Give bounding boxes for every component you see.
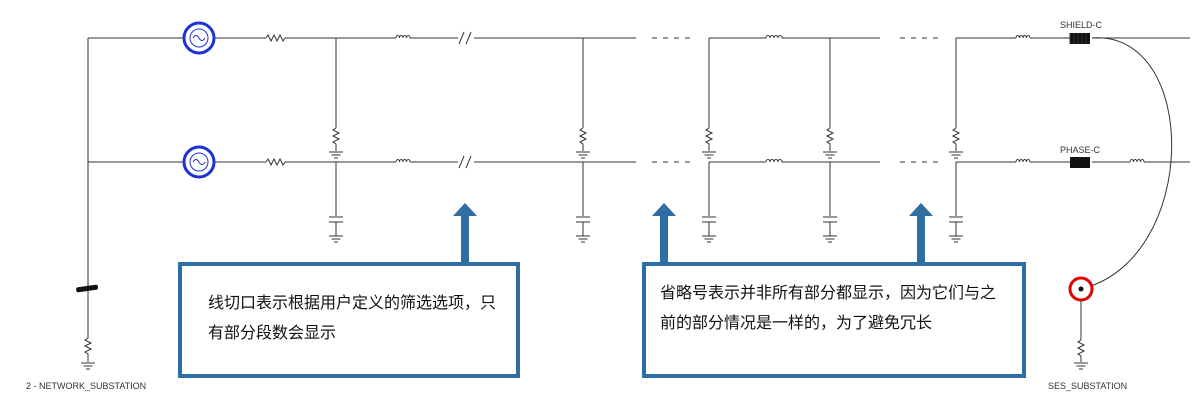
network-bus [76,38,99,370]
shield-bond-curve [1080,37,1173,290]
ses-ground [1074,300,1088,370]
phase-c-label: PHASE-C [1060,145,1101,155]
phase-line [88,155,1190,212]
shield-shunts [329,38,963,159]
ses-substation-label: SES_SUBSTATION [1048,381,1127,391]
arrow-up-icon [652,203,676,266]
ellipsis-callout-text: 省略号表示并非所有部分都显示，因为它们与之前的部分情况是一样的，为了避免冗长 [660,283,997,332]
line-cut-callout: 线切口表示根据用户定义的筛选选项，只有部分段数会显示 [178,262,520,378]
network-substation-label: 2 - NETWORK_SUBSTATION [26,381,146,391]
arrow-up-icon [453,203,477,266]
ac-source-bottom-icon [182,145,216,179]
ac-source-top-icon [182,21,216,55]
shield-line [88,31,1190,90]
arrow-up-icon [909,203,933,266]
line-cut-callout-text: 线切口表示根据用户定义的筛选选项，只有部分段数会显示 [208,293,497,342]
shield-c-label: SHIELD-C [1060,20,1103,30]
ses-node-icon [1068,276,1094,302]
phase-shunts [329,162,963,243]
ellipsis-callout: 省略号表示并非所有部分都显示，因为它们与之前的部分情况是一样的，为了避免冗长 [642,262,1026,378]
